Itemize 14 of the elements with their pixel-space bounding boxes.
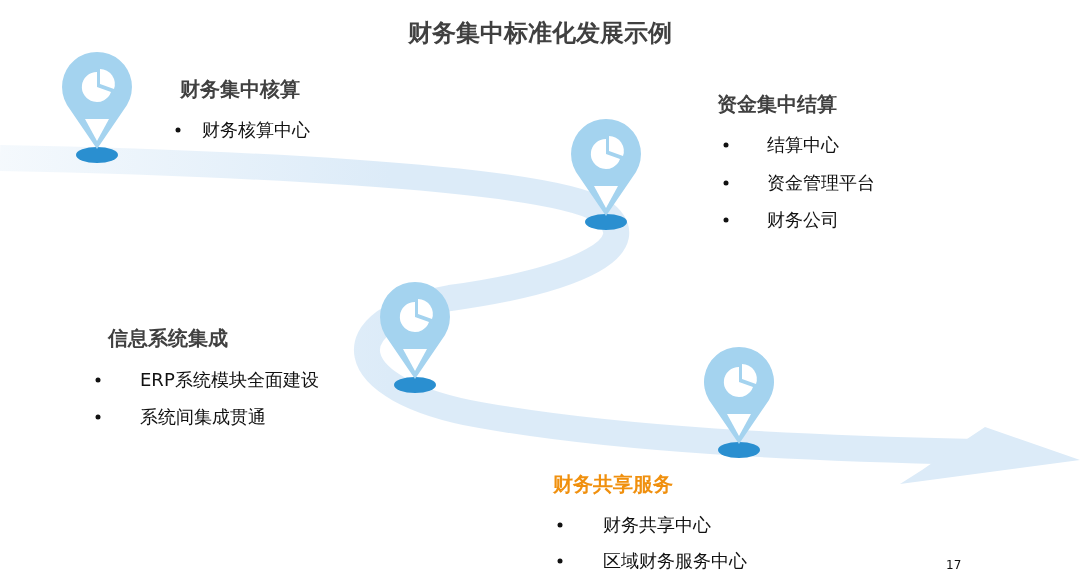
- page-number: 17: [946, 558, 962, 572]
- bullet-item: 资金管理平台: [767, 171, 875, 195]
- bullet-item: ERP系统模块全面建设: [140, 368, 319, 392]
- stage-heading: 财务集中核算: [180, 76, 300, 103]
- stage-heading: 资金集中结算: [717, 91, 837, 118]
- stage-heading: 财务共享服务: [553, 471, 673, 498]
- bullet-item: 系统间集成贯通: [140, 405, 266, 429]
- stage-heading: 信息系统集成: [108, 325, 228, 352]
- bullet-item: 财务共享中心: [603, 513, 711, 537]
- bullet-item: 财务公司: [767, 208, 839, 232]
- title: 财务集中标准化发展示例: [407, 18, 673, 49]
- bullet-item: 财务核算中心: [202, 118, 310, 142]
- bullet-item: 结算中心: [767, 133, 839, 157]
- bullet-item: 区域财务服务中心: [603, 549, 747, 573]
